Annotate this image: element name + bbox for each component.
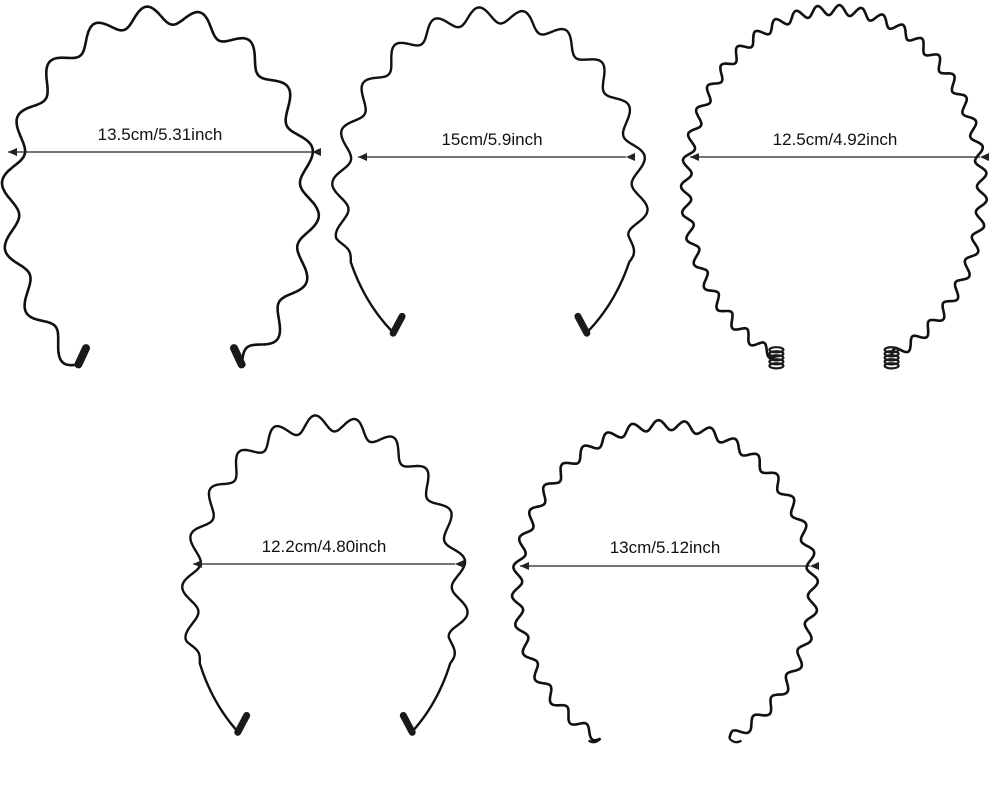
- tip-coil-ring: [883, 362, 900, 370]
- width-label: 15cm/5.9inch: [441, 130, 542, 149]
- width-label: 13cm/5.12inch: [610, 538, 721, 557]
- tip-coil-ring: [768, 350, 785, 358]
- headband-2: 15cm/5.9inch: [331, 6, 649, 337]
- tip-cap: [229, 344, 246, 369]
- tip-hook: [587, 737, 602, 744]
- headband-1: 13.5cm/5.31inch: [0, 5, 321, 369]
- headband-5: 13cm/5.12inch: [510, 418, 820, 744]
- tip-coil-ring: [883, 354, 900, 362]
- end-tips: [389, 312, 591, 337]
- width-label: 12.5cm/4.92inch: [773, 130, 898, 149]
- end-tips: [234, 711, 416, 736]
- tip-cap: [399, 711, 416, 736]
- width-label: 13.5cm/5.31inch: [98, 125, 223, 144]
- tip-cap: [74, 344, 91, 369]
- spring-band-shape: [679, 3, 989, 360]
- tip-cap: [234, 711, 251, 736]
- end-tips: [587, 737, 743, 744]
- tip-coil-ring: [768, 354, 785, 362]
- tip-coil-ring: [883, 346, 900, 354]
- wavy-band-shape: [181, 414, 469, 733]
- width-label: 12.2cm/4.80inch: [262, 537, 387, 556]
- tip-cap: [389, 312, 406, 337]
- tip-hook: [728, 737, 743, 744]
- tip-coil-ring: [883, 350, 900, 358]
- headband-3: 12.5cm/4.92inch: [679, 3, 989, 370]
- tip-coil-ring: [768, 362, 785, 370]
- headband-4: 12.2cm/4.80inch: [181, 414, 469, 736]
- tip-cap: [574, 312, 591, 337]
- tip-coil-ring: [768, 346, 785, 354]
- wavy-band-shape: [510, 418, 820, 742]
- wavy-band-shape: [0, 5, 321, 367]
- end-tips: [768, 346, 900, 370]
- tip-coil-ring: [768, 358, 785, 366]
- tip-coil-ring: [883, 358, 900, 366]
- end-tips: [74, 344, 246, 369]
- wavy-band-shape: [331, 6, 649, 334]
